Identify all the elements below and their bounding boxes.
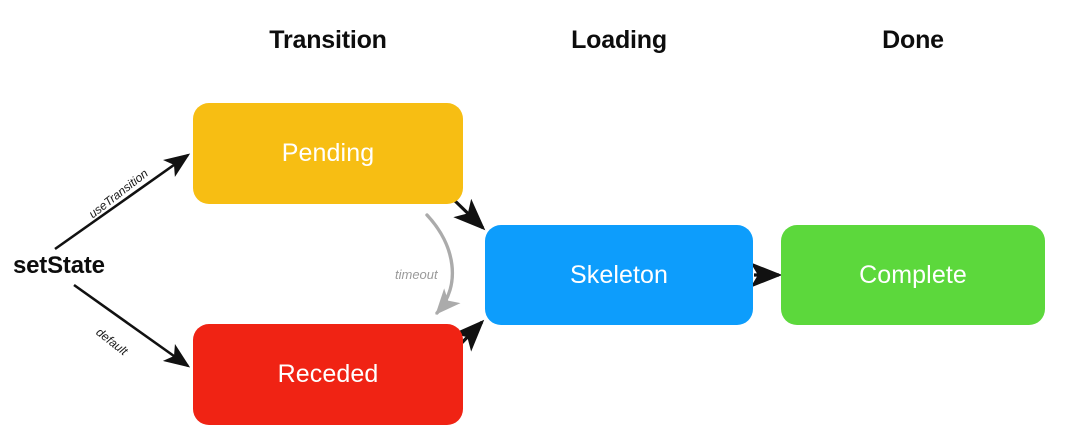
column-header-loading: Loading: [571, 26, 667, 54]
node-skeleton-label: Skeleton: [569, 260, 669, 289]
source-label-setstate: setState: [13, 252, 105, 279]
node-pending-label: Pending: [281, 139, 375, 167]
node-receded[interactable]: Receded: [193, 324, 463, 425]
edge-setstate-to-pending: [54, 153, 191, 251]
column-header-done: Done: [882, 26, 944, 54]
edge-pending-to-receded-timeout: [425, 213, 461, 315]
node-complete-label: Complete: [859, 260, 967, 289]
column-header-transition: Transition: [269, 26, 387, 54]
edge-pending-to-skeleton: [450, 196, 486, 231]
node-receded-label: Receded: [277, 360, 379, 388]
node-skeleton[interactable]: Skeleton: [485, 225, 753, 325]
edge-label-timeout: timeout: [395, 267, 438, 282]
node-pending[interactable]: Pending: [193, 103, 463, 204]
node-complete[interactable]: Complete: [781, 225, 1045, 325]
edge-label-default: default: [93, 325, 131, 359]
edge-label-usetransition: useTransition: [86, 166, 151, 222]
edge-setstate-to-receded: [73, 283, 191, 368]
